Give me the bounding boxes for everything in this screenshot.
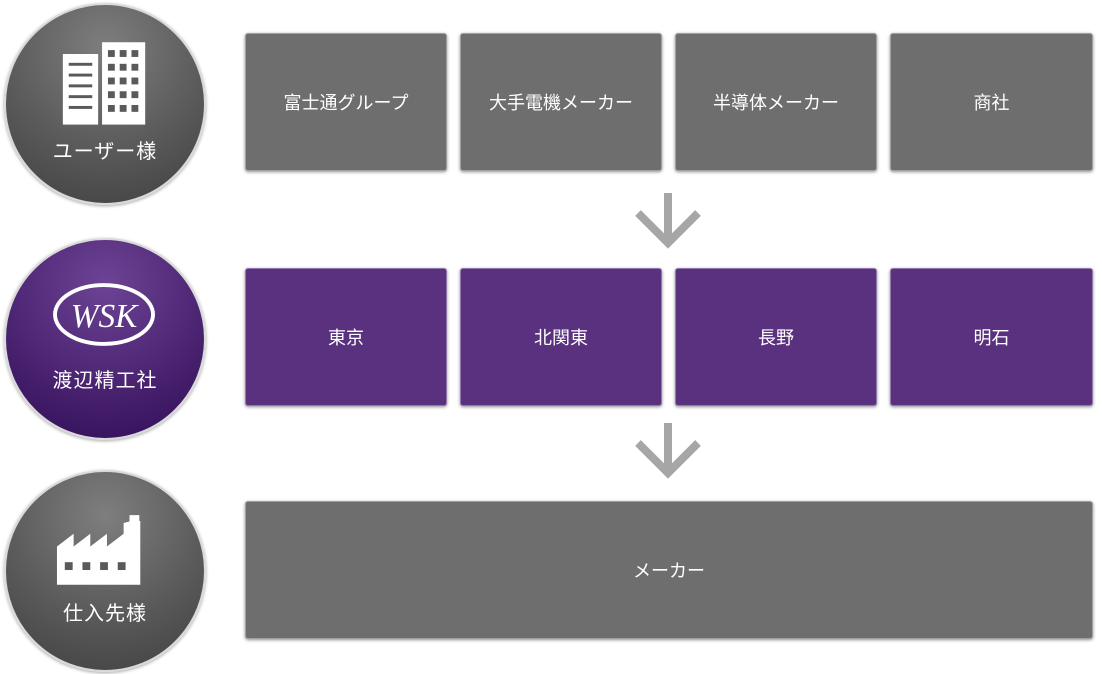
branch-box-akashi: 明石 — [890, 268, 1093, 406]
branch-box-kitakanto: 北関東 — [460, 268, 662, 406]
wsk-logo: WSK — [53, 283, 155, 346]
down-arrow-icon — [635, 423, 701, 479]
maker-box: メーカー — [245, 501, 1093, 639]
branch-box-tokyo: 東京 — [245, 268, 447, 406]
branch-box-nagano: 長野 — [675, 268, 877, 406]
supplier-circle: 仕入先様 — [4, 470, 206, 672]
wsk-logo-text: WSK — [71, 298, 139, 335]
down-arrow-icon — [635, 193, 701, 249]
user-box-electric: 大手電機メーカー — [460, 33, 662, 171]
user-label: ユーザー様 — [52, 139, 158, 163]
user-box-trading: 商社 — [890, 33, 1093, 171]
factory-icon — [56, 515, 141, 585]
user-circle: ユーザー様 — [4, 3, 206, 205]
user-box-fujitsu: 富士通グループ — [245, 33, 447, 171]
user-box-semiconductor: 半導体メーカー — [675, 33, 877, 171]
supplier-label: 仕入先様 — [63, 601, 147, 625]
wsk-label: 渡辺精工社 — [52, 368, 158, 392]
building-icon — [62, 42, 146, 125]
wsk-circle: WSK 渡辺精工社 — [4, 238, 206, 440]
